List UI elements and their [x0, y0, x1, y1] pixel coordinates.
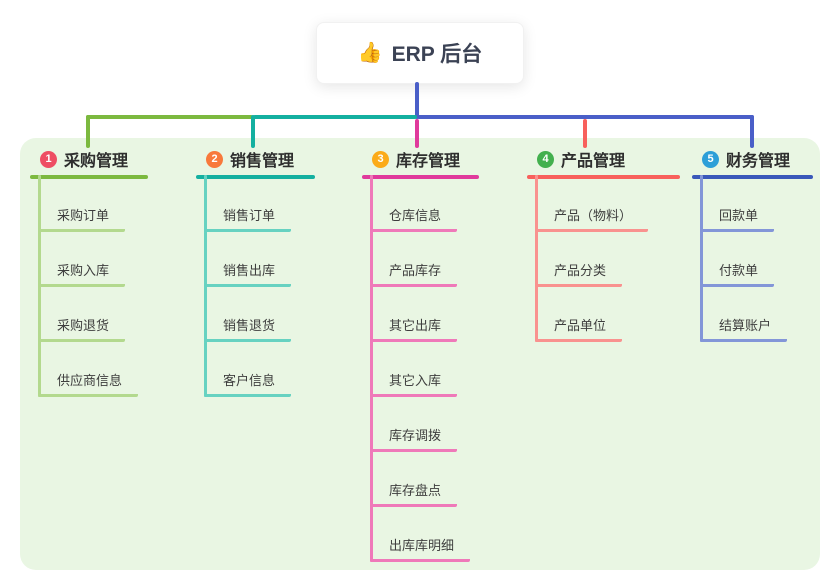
branch-title-underline: [196, 175, 315, 179]
branch-title-label: 产品管理: [561, 153, 626, 170]
branch-item[interactable]: 其它入库: [370, 373, 458, 397]
branch-title-underline: [527, 175, 680, 179]
root-node[interactable]: 👍 ERP 后台: [316, 22, 524, 84]
branch-item[interactable]: 库存调拨: [370, 428, 458, 452]
branch-title-label: 财务管理: [726, 153, 791, 170]
branch-title-label: 销售管理: [230, 153, 295, 170]
branch-title-label: 采购管理: [64, 153, 129, 170]
branch-item[interactable]: 付款单: [700, 263, 775, 287]
connector-root-line: [415, 82, 419, 119]
connector-drop-line: [86, 115, 90, 148]
connector-drop-line: [583, 119, 587, 148]
branch-item[interactable]: 产品（物料）: [535, 208, 649, 232]
branch-item[interactable]: 库存盘点: [370, 483, 458, 507]
connector-drop-line: [415, 119, 419, 148]
branch-node-5[interactable]: 5 财务管理: [702, 148, 790, 170]
branch-item[interactable]: 其它出库: [370, 318, 458, 342]
thumbs-up-icon: 👍: [357, 42, 383, 64]
branch-item[interactable]: 产品单位: [535, 318, 623, 342]
branch-item[interactable]: 出库库明细: [370, 538, 471, 562]
branch-item[interactable]: 客户信息: [204, 373, 292, 397]
connector-line: [86, 115, 253, 119]
branch-item[interactable]: 采购订单: [38, 208, 126, 232]
branch-number-badge: 3: [372, 150, 389, 168]
branch-node-3[interactable]: 3 库存管理: [372, 148, 460, 170]
root-node-label: ERP 后台: [391, 43, 483, 66]
branch-node-4[interactable]: 4 产品管理: [537, 148, 625, 170]
branch-title-underline: [30, 175, 148, 179]
branch-item[interactable]: 结算账户: [700, 318, 788, 342]
branch-item[interactable]: 采购退货: [38, 318, 126, 342]
branch-item[interactable]: 回款单: [700, 208, 775, 232]
branch-spine-line: [535, 175, 538, 342]
branch-item[interactable]: 销售退货: [204, 318, 292, 342]
branch-spine-line: [700, 175, 703, 342]
branch-title-underline: [692, 175, 813, 179]
connector-line: [417, 115, 754, 119]
branch-number-badge: 2: [206, 150, 223, 168]
branch-node-2[interactable]: 2 销售管理: [206, 148, 294, 170]
branch-number-badge: 4: [537, 150, 554, 168]
branch-item[interactable]: 销售订单: [204, 208, 292, 232]
branch-item[interactable]: 仓库信息: [370, 208, 458, 232]
branch-item[interactable]: 产品分类: [535, 263, 623, 287]
connector-drop-line: [750, 115, 754, 148]
branch-item[interactable]: 采购入库: [38, 263, 126, 287]
branch-item[interactable]: 销售出库: [204, 263, 292, 287]
branch-spine-line: [370, 175, 373, 562]
branch-number-badge: 1: [40, 150, 57, 168]
connector-drop-line: [251, 115, 255, 148]
connector-line: [253, 115, 417, 119]
branch-item[interactable]: 供应商信息: [38, 373, 139, 397]
branch-title-label: 库存管理: [396, 153, 461, 170]
mindmap-panel: [20, 138, 820, 570]
branch-item[interactable]: 产品库存: [370, 263, 458, 287]
branch-node-1[interactable]: 1 采购管理: [40, 148, 128, 170]
branch-title-underline: [362, 175, 479, 179]
branch-number-badge: 5: [702, 150, 719, 168]
